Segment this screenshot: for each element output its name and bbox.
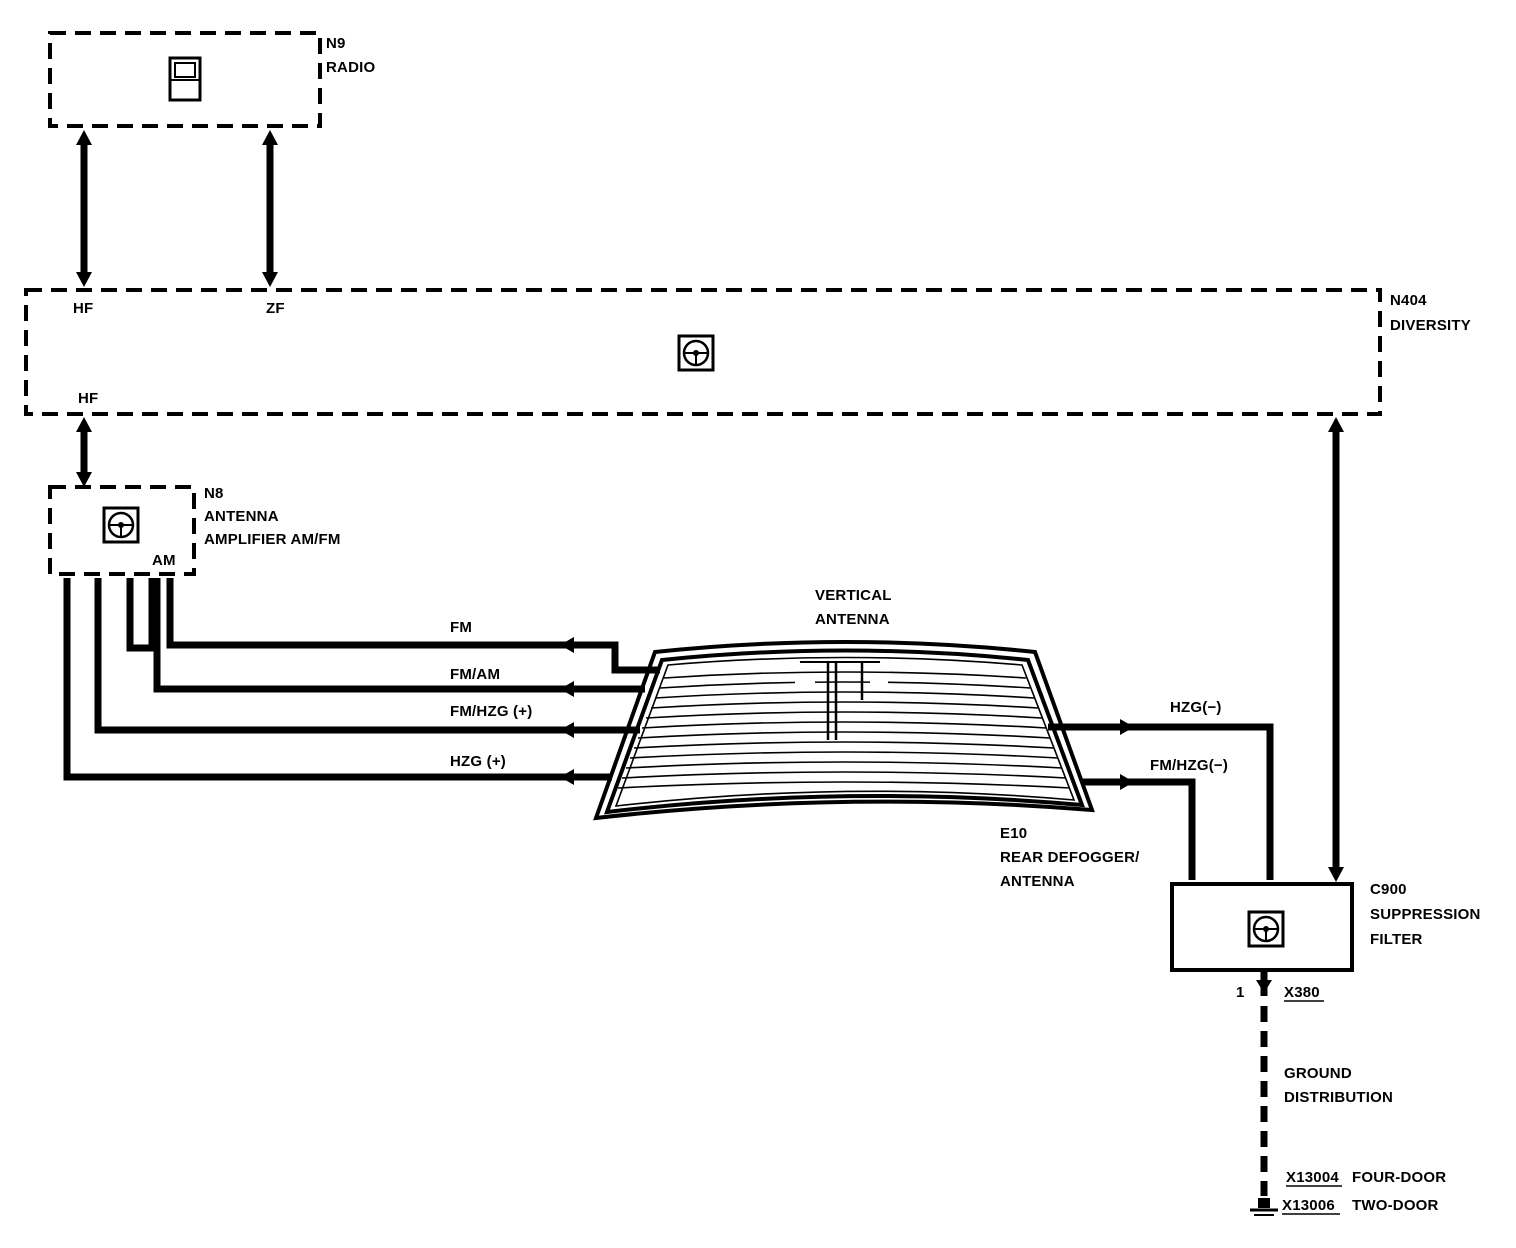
radio-name: RADIO [326, 59, 375, 76]
amplifier-name-line1: ANTENNA [204, 508, 279, 525]
signal-hzg-plus: HZG (+) [450, 753, 506, 770]
defogger-name-line1: REAR DEFOGGER/ [1000, 849, 1140, 866]
steering-wheel-icon [1247, 910, 1285, 948]
amplifier-name-line2: AMPLIFIER AM/FM [204, 531, 341, 548]
vertical-antenna-line2: ANTENNA [815, 611, 890, 628]
amplifier-pin-am: AM [152, 552, 176, 569]
defogger-name-line2: ANTENNA [1000, 873, 1075, 890]
ground-label-line1: GROUND [1284, 1065, 1352, 1082]
steering-wheel-icon [677, 334, 715, 372]
diversity-pin-hf-bottom: HF [78, 390, 98, 407]
filter-name-line1: SUPPRESSION [1370, 906, 1481, 923]
filter-connector: X380 [1284, 984, 1320, 1001]
vertical-antenna-line1: VERTICAL [815, 587, 892, 604]
defogger-grid-lines [617, 671, 1071, 789]
filter-name-line2: FILTER [1370, 931, 1423, 948]
ground-conn2: X13006 [1282, 1197, 1335, 1214]
diversity-pin-hf-top: HF [73, 300, 93, 317]
diversity-pin-zf: ZF [266, 300, 285, 317]
signal-hzg-minus: HZG(−) [1170, 699, 1222, 716]
left-signal-labels: FM FM/AM FM/HZG (+) HZG (+) [450, 619, 532, 770]
diversity-filter-wire [1328, 417, 1344, 882]
filter-id: C900 [1370, 881, 1407, 898]
steering-wheel-icon [102, 506, 140, 544]
amplifier-id: N8 [204, 485, 224, 502]
ground-label-line2: DISTRIBUTION [1284, 1089, 1393, 1106]
signal-fm-am: FM/AM [450, 666, 500, 683]
rear-defogger-antenna: VERTICAL ANTENNA E10 REAR DEFOGGER/ ANTE… [593, 587, 1140, 890]
signal-fm-hzg-minus: FM/HZG(−) [1150, 757, 1228, 774]
radio-module: N9 RADIO [48, 31, 375, 128]
suppression-filter: C900 SUPPRESSION FILTER 1 X380 [1170, 881, 1481, 1002]
ground-wire: GROUND DISTRIBUTION X13004 FOUR-DOOR X13… [1250, 972, 1446, 1216]
diversity-amplifier-wire [76, 417, 92, 487]
filter-pin: 1 [1236, 984, 1245, 1001]
ground-symbol-icon [1250, 1198, 1278, 1216]
ground-conn2-desc: TWO-DOOR [1352, 1197, 1439, 1214]
vertical-antenna-element [795, 661, 888, 740]
diversity-name: DIVERSITY [1390, 317, 1471, 334]
defogger-id: E10 [1000, 825, 1027, 842]
radio-diversity-wires [76, 130, 278, 287]
ground-conn1: X13004 [1286, 1169, 1339, 1186]
defogger-filter-wires: HZG(−) FM/HZG(−) [1048, 699, 1274, 880]
signal-fm-hzg-plus: FM/HZG (+) [450, 703, 532, 720]
radio-icon [168, 56, 202, 102]
amplifier-output-wires [63, 578, 660, 785]
signal-fm: FM [450, 619, 472, 636]
diversity-module: HF ZF HF N404 DIVERSITY [24, 288, 1471, 416]
antenna-amplifier-module: AM N8 ANTENNA AMPLIFIER AM/FM [48, 485, 341, 576]
ground-conn1-desc: FOUR-DOOR [1352, 1169, 1446, 1186]
diversity-id: N404 [1390, 292, 1427, 309]
radio-id: N9 [326, 35, 346, 52]
